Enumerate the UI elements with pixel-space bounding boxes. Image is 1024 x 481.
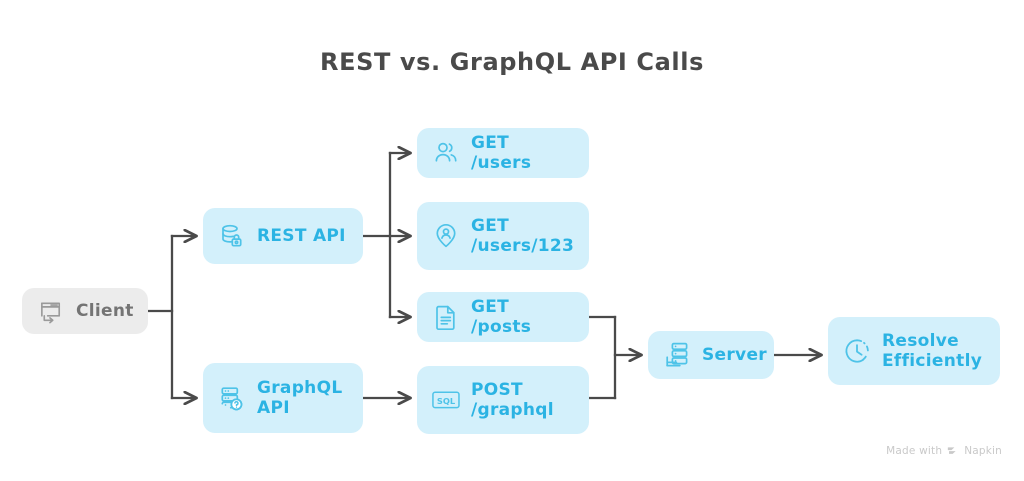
napkin-logo-icon [947, 446, 959, 457]
database-lock-icon [217, 221, 247, 251]
watermark: Made with Napkin [886, 445, 1002, 457]
server-rack-icon [662, 340, 692, 370]
node-get-posts-label: GET /posts [471, 296, 532, 337]
watermark-prefix: Made with [886, 445, 943, 457]
node-rest-api[interactable]: REST API [203, 208, 363, 264]
users-icon [431, 138, 461, 168]
svg-text:SQL: SQL [437, 396, 456, 406]
node-resolve-efficiently-label: Resolve Efficiently [882, 330, 983, 371]
node-post-graphql-label: POST /graphql [471, 379, 554, 420]
node-rest-api-label: REST API [257, 225, 346, 246]
node-graphql-api-label: GraphQL API [257, 377, 343, 418]
node-graphql-api[interactable]: GraphQL API [203, 363, 363, 433]
node-get-user-id-label: GET /users/123 [471, 215, 575, 256]
node-server-label: Server [702, 344, 767, 365]
watermark-brand: Napkin [964, 445, 1002, 457]
dashed-clock-icon [842, 336, 872, 366]
node-get-user-id[interactable]: GET /users/123 [417, 202, 589, 270]
node-get-posts[interactable]: GET /posts [417, 292, 589, 342]
page-title: REST vs. GraphQL API Calls [320, 48, 704, 76]
node-resolve-efficiently[interactable]: Resolve Efficiently [828, 317, 1000, 385]
server-question-icon [217, 383, 247, 413]
node-server[interactable]: Server [648, 331, 774, 379]
node-get-users-label: GET /users [471, 132, 532, 173]
map-pin-person-icon [431, 221, 461, 251]
document-lines-icon [431, 302, 461, 332]
node-client[interactable]: Client [22, 288, 148, 334]
node-get-users[interactable]: GET /users [417, 128, 589, 178]
node-client-label: Client [76, 300, 134, 321]
sql-box-icon: SQL [431, 385, 461, 415]
browser-window-arrow-icon [36, 296, 66, 326]
node-post-graphql[interactable]: SQL POST /graphql [417, 366, 589, 434]
